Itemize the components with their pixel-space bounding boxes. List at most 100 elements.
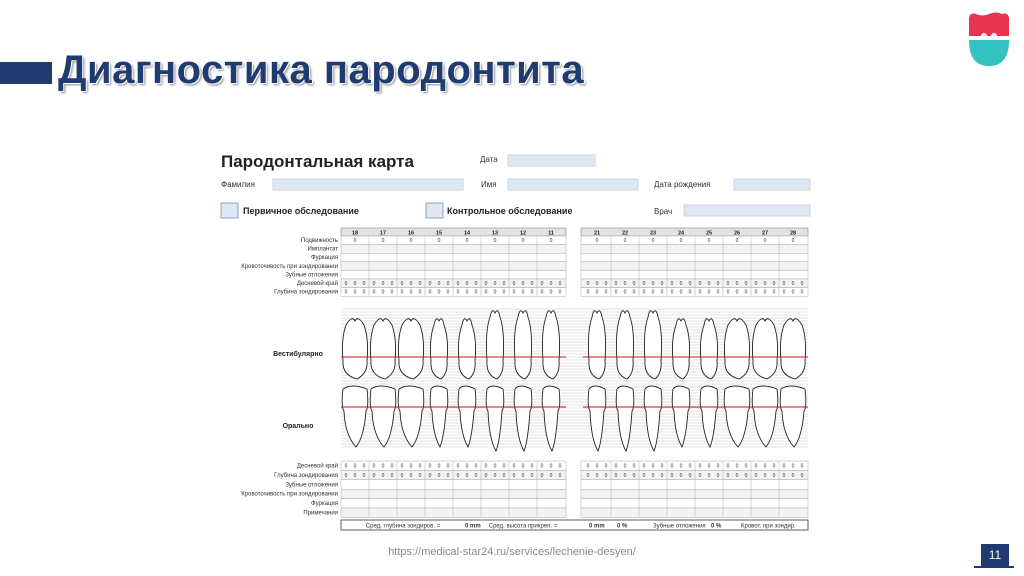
measure-value[interactable]: 0 — [513, 281, 516, 287]
measure-value[interactable]: 0 — [503, 281, 506, 287]
measure-value[interactable]: 0 — [382, 473, 385, 479]
measure-value[interactable]: 0 — [596, 464, 599, 470]
measure-value[interactable]: 0 — [736, 281, 739, 287]
measure-value[interactable]: 0 — [466, 464, 469, 470]
measure-value[interactable]: 0 — [485, 473, 488, 479]
measure-value[interactable]: 0 — [550, 281, 553, 287]
measure-value[interactable]: 0 — [345, 281, 348, 287]
measure-value[interactable]: 0 — [671, 281, 674, 287]
measure-value[interactable]: 0 — [550, 290, 553, 296]
measure-value[interactable]: 0 — [773, 464, 776, 470]
measure-value[interactable]: 0 — [764, 281, 767, 287]
measure-value[interactable]: 0 — [419, 473, 422, 479]
measure-value[interactable]: 0 — [699, 464, 702, 470]
measure-value[interactable]: 0 — [764, 473, 767, 479]
measure-value[interactable]: 0 — [466, 290, 469, 296]
mobility-value[interactable]: 0 — [550, 238, 553, 244]
measure-value[interactable]: 0 — [485, 281, 488, 287]
measure-value[interactable]: 0 — [475, 290, 478, 296]
measure-value[interactable]: 0 — [624, 281, 627, 287]
measure-value[interactable]: 0 — [401, 290, 404, 296]
measure-value[interactable]: 0 — [708, 281, 711, 287]
measure-value[interactable]: 0 — [783, 464, 786, 470]
measure-value[interactable]: 0 — [419, 290, 422, 296]
measure-value[interactable]: 0 — [494, 281, 497, 287]
measure-value[interactable]: 0 — [661, 473, 664, 479]
mobility-value[interactable]: 0 — [736, 238, 739, 244]
measure-value[interactable]: 0 — [429, 281, 432, 287]
measure-value[interactable]: 0 — [391, 281, 394, 287]
measure-value[interactable]: 0 — [661, 464, 664, 470]
measure-value[interactable]: 0 — [559, 464, 562, 470]
measure-value[interactable]: 0 — [615, 473, 618, 479]
measure-value[interactable]: 0 — [596, 473, 599, 479]
measure-value[interactable]: 0 — [382, 290, 385, 296]
measure-value[interactable]: 0 — [466, 473, 469, 479]
measure-value[interactable]: 0 — [596, 290, 599, 296]
measure-value[interactable]: 0 — [363, 464, 366, 470]
measure-value[interactable]: 0 — [429, 473, 432, 479]
mobility-value[interactable]: 0 — [410, 238, 413, 244]
name-field[interactable] — [507, 178, 639, 191]
measure-value[interactable]: 0 — [745, 464, 748, 470]
measure-value[interactable]: 0 — [457, 464, 460, 470]
measure-value[interactable]: 0 — [624, 290, 627, 296]
measure-value[interactable]: 0 — [671, 473, 674, 479]
measure-value[interactable]: 0 — [699, 473, 702, 479]
measure-value[interactable]: 0 — [671, 464, 674, 470]
measure-value[interactable]: 0 — [792, 290, 795, 296]
measure-value[interactable]: 0 — [727, 464, 730, 470]
measure-value[interactable]: 0 — [652, 281, 655, 287]
measure-value[interactable]: 0 — [587, 464, 590, 470]
measure-value[interactable]: 0 — [354, 281, 357, 287]
birth-date-field[interactable] — [733, 178, 811, 191]
date-field[interactable] — [507, 154, 596, 167]
measure-value[interactable]: 0 — [363, 473, 366, 479]
measure-value[interactable]: 0 — [783, 281, 786, 287]
measure-value[interactable]: 0 — [792, 281, 795, 287]
measure-value[interactable]: 0 — [373, 281, 376, 287]
measure-value[interactable]: 0 — [699, 290, 702, 296]
measure-value[interactable]: 0 — [587, 290, 590, 296]
measure-value[interactable]: 0 — [410, 281, 413, 287]
measure-value[interactable]: 0 — [661, 281, 664, 287]
measure-value[interactable]: 0 — [643, 290, 646, 296]
measure-value[interactable]: 0 — [605, 290, 608, 296]
measure-value[interactable]: 0 — [457, 290, 460, 296]
measure-value[interactable]: 0 — [624, 464, 627, 470]
mobility-value[interactable]: 0 — [494, 238, 497, 244]
measure-value[interactable]: 0 — [541, 281, 544, 287]
measure-value[interactable]: 0 — [717, 473, 720, 479]
measure-value[interactable]: 0 — [643, 464, 646, 470]
measure-value[interactable]: 0 — [354, 290, 357, 296]
measure-value[interactable]: 0 — [671, 290, 674, 296]
measure-value[interactable]: 0 — [391, 473, 394, 479]
mobility-value[interactable]: 0 — [596, 238, 599, 244]
measure-value[interactable]: 0 — [345, 290, 348, 296]
doctor-field[interactable] — [683, 204, 811, 217]
measure-value[interactable]: 0 — [485, 464, 488, 470]
measure-value[interactable]: 0 — [513, 473, 516, 479]
measure-value[interactable]: 0 — [708, 290, 711, 296]
mobility-value[interactable]: 0 — [652, 238, 655, 244]
measure-value[interactable]: 0 — [773, 473, 776, 479]
measure-value[interactable]: 0 — [615, 464, 618, 470]
measure-value[interactable]: 0 — [633, 473, 636, 479]
measure-value[interactable]: 0 — [503, 290, 506, 296]
measure-value[interactable]: 0 — [652, 290, 655, 296]
measure-value[interactable]: 0 — [429, 290, 432, 296]
mobility-value[interactable]: 0 — [522, 238, 525, 244]
measure-value[interactable]: 0 — [391, 290, 394, 296]
measure-value[interactable]: 0 — [633, 290, 636, 296]
measure-value[interactable]: 0 — [755, 464, 758, 470]
measure-value[interactable]: 0 — [755, 473, 758, 479]
mobility-value[interactable]: 0 — [680, 238, 683, 244]
measure-value[interactable]: 0 — [699, 281, 702, 287]
measure-value[interactable]: 0 — [652, 473, 655, 479]
measure-value[interactable]: 0 — [689, 281, 692, 287]
measure-value[interactable]: 0 — [633, 281, 636, 287]
measure-value[interactable]: 0 — [605, 281, 608, 287]
measure-value[interactable]: 0 — [401, 473, 404, 479]
mobility-value[interactable]: 0 — [624, 238, 627, 244]
measure-value[interactable]: 0 — [559, 473, 562, 479]
